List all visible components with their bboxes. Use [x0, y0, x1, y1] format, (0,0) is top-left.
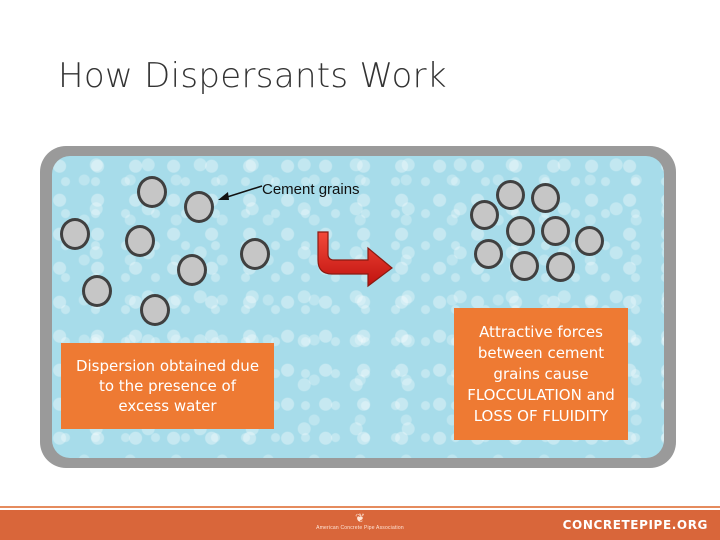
flocculation-caption-text: Attractive forces between cement grains … — [467, 322, 615, 427]
flocculated-grain — [470, 200, 499, 230]
dispersed-grain — [137, 176, 167, 208]
flocculated-grain — [541, 216, 570, 246]
flocculated-grain — [575, 226, 604, 256]
dispersed-grain — [140, 294, 170, 326]
acpa-logo-icon: ❦ — [310, 512, 410, 524]
dispersed-grain — [184, 191, 214, 223]
dispersed-grain — [82, 275, 112, 307]
dispersed-grain — [60, 218, 90, 250]
footer-divider — [0, 506, 720, 508]
dispersed-grain — [125, 225, 155, 257]
flocculation-caption-box: Attractive forces between cement grains … — [454, 308, 628, 440]
flocculated-grain — [510, 251, 539, 281]
footer-site-link[interactable]: CONCRETEPIPE.ORG — [563, 518, 708, 532]
slide-title: How Dispersants Work — [58, 56, 447, 96]
transition-arrow-icon — [314, 228, 396, 288]
dispersed-grain — [240, 238, 270, 270]
acpa-logo: ❦ American Concrete Pipe Association — [310, 512, 410, 538]
flocculated-grain — [506, 216, 535, 246]
acpa-logo-text: American Concrete Pipe Association — [310, 524, 410, 532]
dispersion-caption-box: Dispersion obtained due to the presence … — [61, 343, 274, 429]
grains-leader-arrow — [216, 182, 264, 204]
dispersed-grain — [177, 254, 207, 286]
flocculated-grain — [546, 252, 575, 282]
flocculated-grain — [496, 180, 525, 210]
flocculated-grain — [474, 239, 503, 269]
dispersion-caption-text: Dispersion obtained due to the presence … — [76, 356, 259, 416]
cement-grains-label: Cement grains — [262, 181, 360, 198]
flocculated-grain — [531, 183, 560, 213]
